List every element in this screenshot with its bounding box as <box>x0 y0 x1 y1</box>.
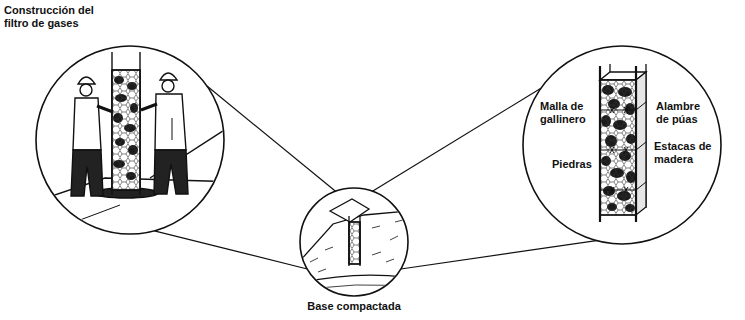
label-box: Piedras <box>552 158 604 171</box>
barbed-wire <box>610 187 628 193</box>
barbed-wire <box>600 182 646 190</box>
worker-head <box>80 84 92 96</box>
filter-column <box>600 80 636 215</box>
detail-circle: Construcción del filtro de gases <box>35 45 225 235</box>
helmet <box>78 77 95 84</box>
barbed-wire <box>610 107 628 113</box>
pocket <box>172 118 173 140</box>
soil-texture <box>372 252 381 255</box>
label-box: Alambre de púas <box>656 100 706 126</box>
landfill-circle: Base compactada <box>299 187 409 297</box>
waste-mound <box>290 210 420 300</box>
stake <box>599 66 601 222</box>
circle-outline <box>300 188 408 296</box>
circle-outline <box>36 46 224 234</box>
chicken-wire <box>600 80 636 215</box>
soil-texture <box>390 236 398 240</box>
filter-detail <box>600 64 646 222</box>
zoom-line <box>154 231 307 269</box>
part-label: Malla de gallinero <box>540 100 598 126</box>
label-box: Malla de gallinero <box>540 100 598 126</box>
detail-circle: Alambre de púas Malla de gallineroEstacas… <box>522 45 722 245</box>
caption-label: Base compactada <box>279 300 429 313</box>
part-label: Piedras <box>552 158 604 171</box>
worker-arm <box>141 104 157 110</box>
filter-column <box>112 70 140 190</box>
soil-texture <box>395 220 403 222</box>
soil-texture <box>325 247 333 250</box>
chicken-wire <box>112 70 140 190</box>
stake <box>635 66 637 222</box>
zoom-line <box>372 88 540 191</box>
chicken-wire <box>349 222 360 264</box>
barbed-wire <box>600 102 646 110</box>
stake <box>348 216 349 266</box>
part-label: Estacas de madera <box>654 140 718 166</box>
worker-body <box>155 94 186 150</box>
soil-texture <box>310 258 318 262</box>
compacted-base <box>300 285 414 292</box>
circle-outline <box>35 45 225 235</box>
worker-body <box>73 98 101 150</box>
worker-head <box>162 80 174 92</box>
label-box: Estacas de madera <box>654 140 718 166</box>
soil-texture <box>318 269 326 272</box>
soil-texture <box>310 220 403 272</box>
worker-arm <box>97 106 113 112</box>
soil-texture <box>372 226 380 228</box>
worker-legs <box>71 150 103 196</box>
part-label: Alambre de púas <box>656 100 706 126</box>
heading: Construcción del filtro de gases <box>4 4 104 30</box>
circle-outline <box>299 187 409 297</box>
barbed-wire <box>600 142 646 150</box>
circle-outline <box>523 46 721 244</box>
stake <box>359 216 360 266</box>
label-box: Base compactada <box>279 300 429 313</box>
soil-texture <box>386 259 394 262</box>
zoom-line <box>207 86 336 191</box>
label-box: Construcción del filtro de gases <box>4 4 104 30</box>
helmet <box>160 73 177 80</box>
barbed-wire <box>610 147 628 153</box>
worker-legs <box>154 150 188 194</box>
zoom-line <box>401 241 597 269</box>
barbed-wire <box>600 102 646 193</box>
filter-column <box>349 222 360 264</box>
